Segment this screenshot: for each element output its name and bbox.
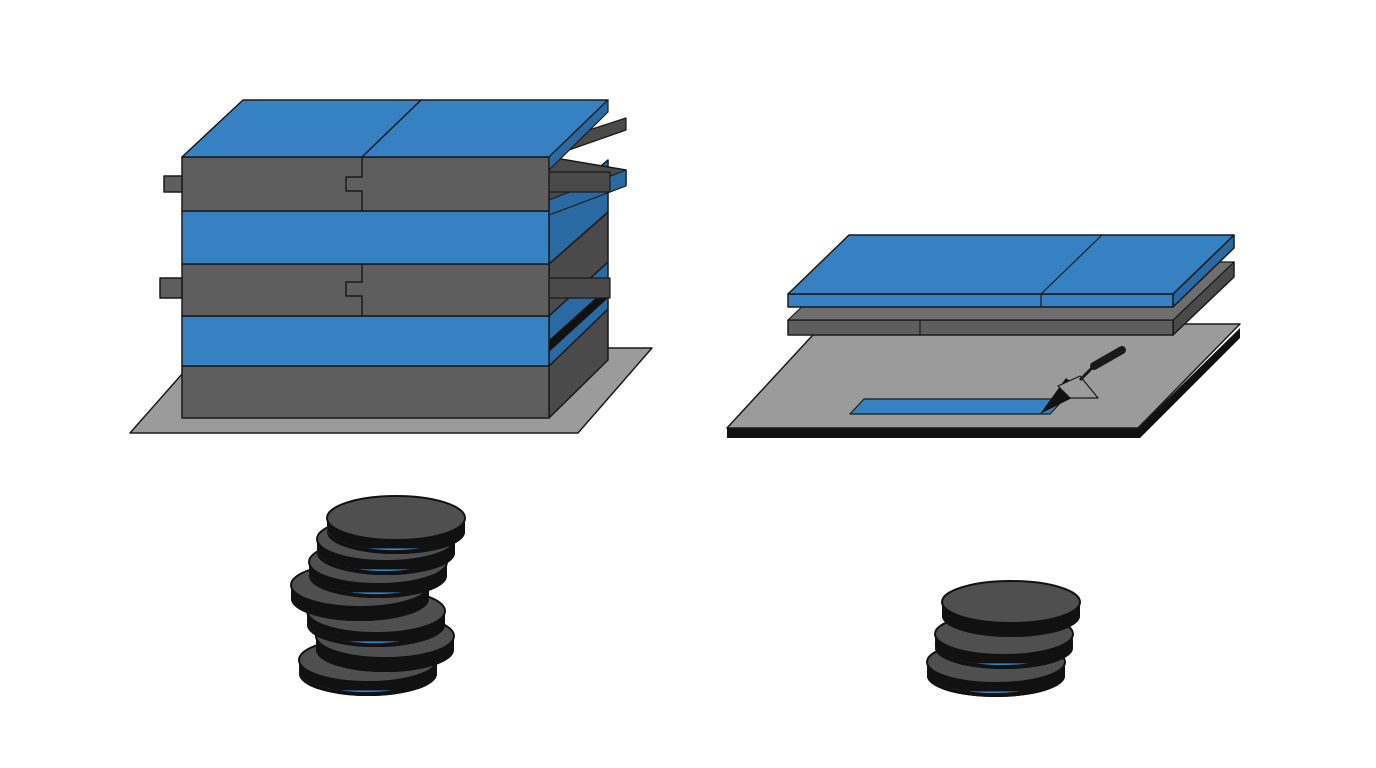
left-disc-stack <box>290 495 466 696</box>
left-layer-1-top <box>181 99 609 171</box>
right-panel-stack <box>726 234 1241 438</box>
left-panel-stack <box>129 99 653 434</box>
trowel-icon <box>1040 346 1126 414</box>
right-blue-strip <box>849 398 1065 415</box>
left-layer-3 <box>181 159 609 265</box>
left-layer-2-joint <box>345 157 363 211</box>
left-layer-5-stripe <box>549 287 608 352</box>
right-disc-3 <box>941 580 1081 637</box>
left-layer-5 <box>181 261 609 367</box>
right-base-sheet <box>726 323 1241 429</box>
right-disc-stack <box>926 580 1081 697</box>
right-layer-1-top <box>787 234 1235 308</box>
left-layer-4-joint <box>345 264 363 316</box>
left-disc-7 <box>326 495 466 554</box>
left-layer-6 <box>181 308 609 419</box>
left-layer-2 <box>163 117 627 216</box>
